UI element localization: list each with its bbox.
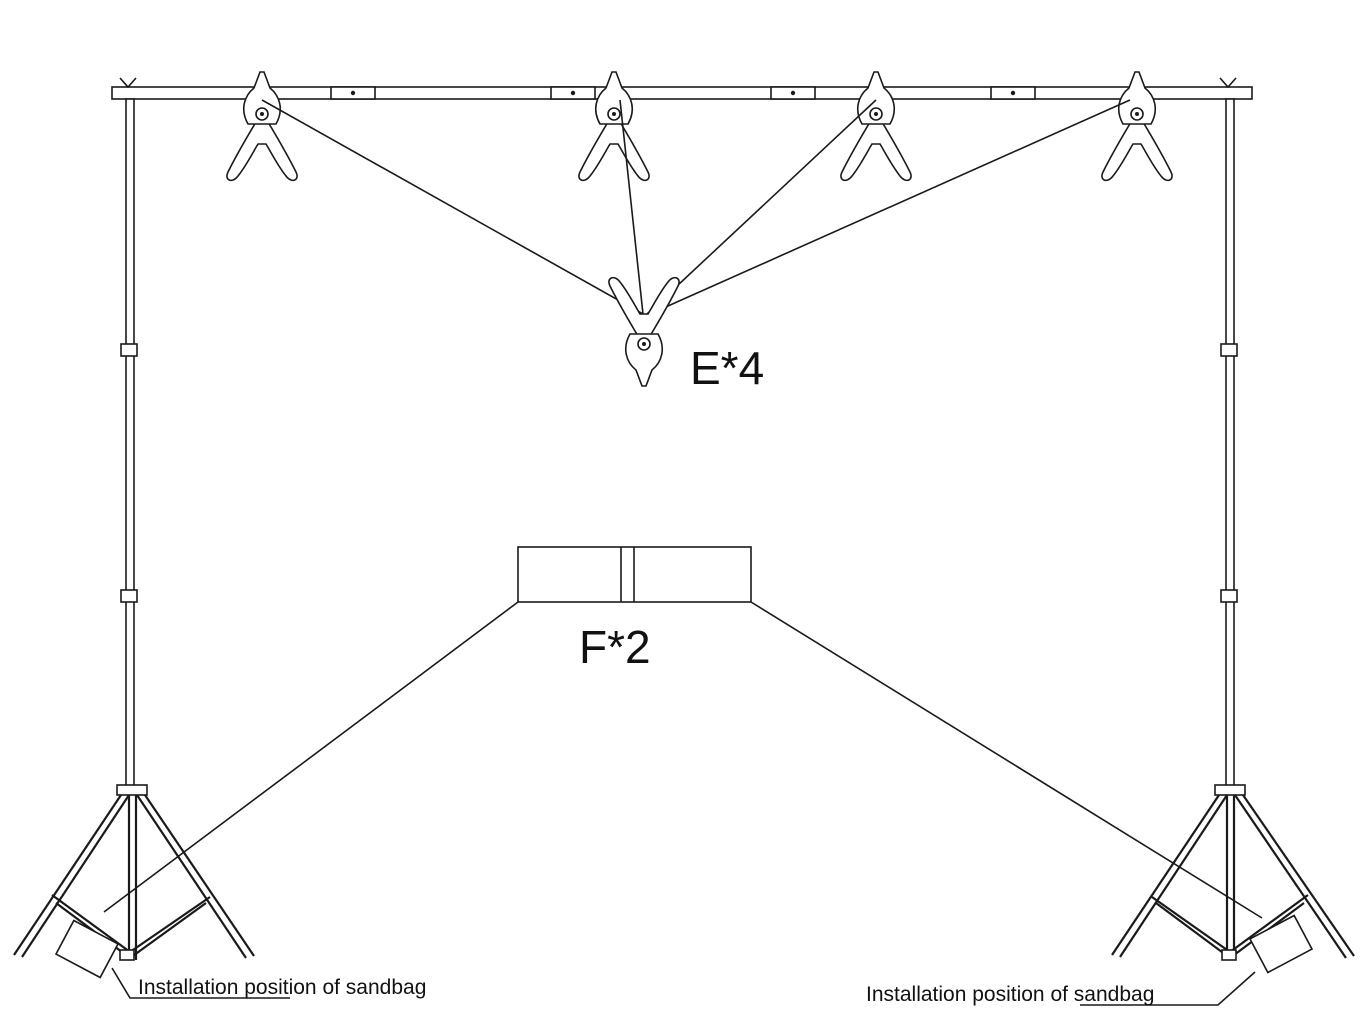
clip-callout-icon (608, 276, 680, 387)
sandbag-callout-icon (517, 546, 752, 603)
right-installation-callout (1080, 971, 1256, 1006)
right-installation-label: Installation position of sandbag (866, 983, 1154, 1006)
sandbag-count-label: F*2 (579, 621, 651, 673)
sandbag-leader-lines (103, 601, 1263, 919)
left-installation-callout (111, 967, 290, 999)
left-stand (13, 98, 255, 979)
right-stand (1111, 98, 1355, 974)
clip-leader-lines (261, 99, 1131, 315)
left-installation-label: Installation position of sandbag (138, 976, 426, 999)
clip-count-label: E*4 (690, 342, 764, 394)
crossbar (111, 77, 1253, 100)
